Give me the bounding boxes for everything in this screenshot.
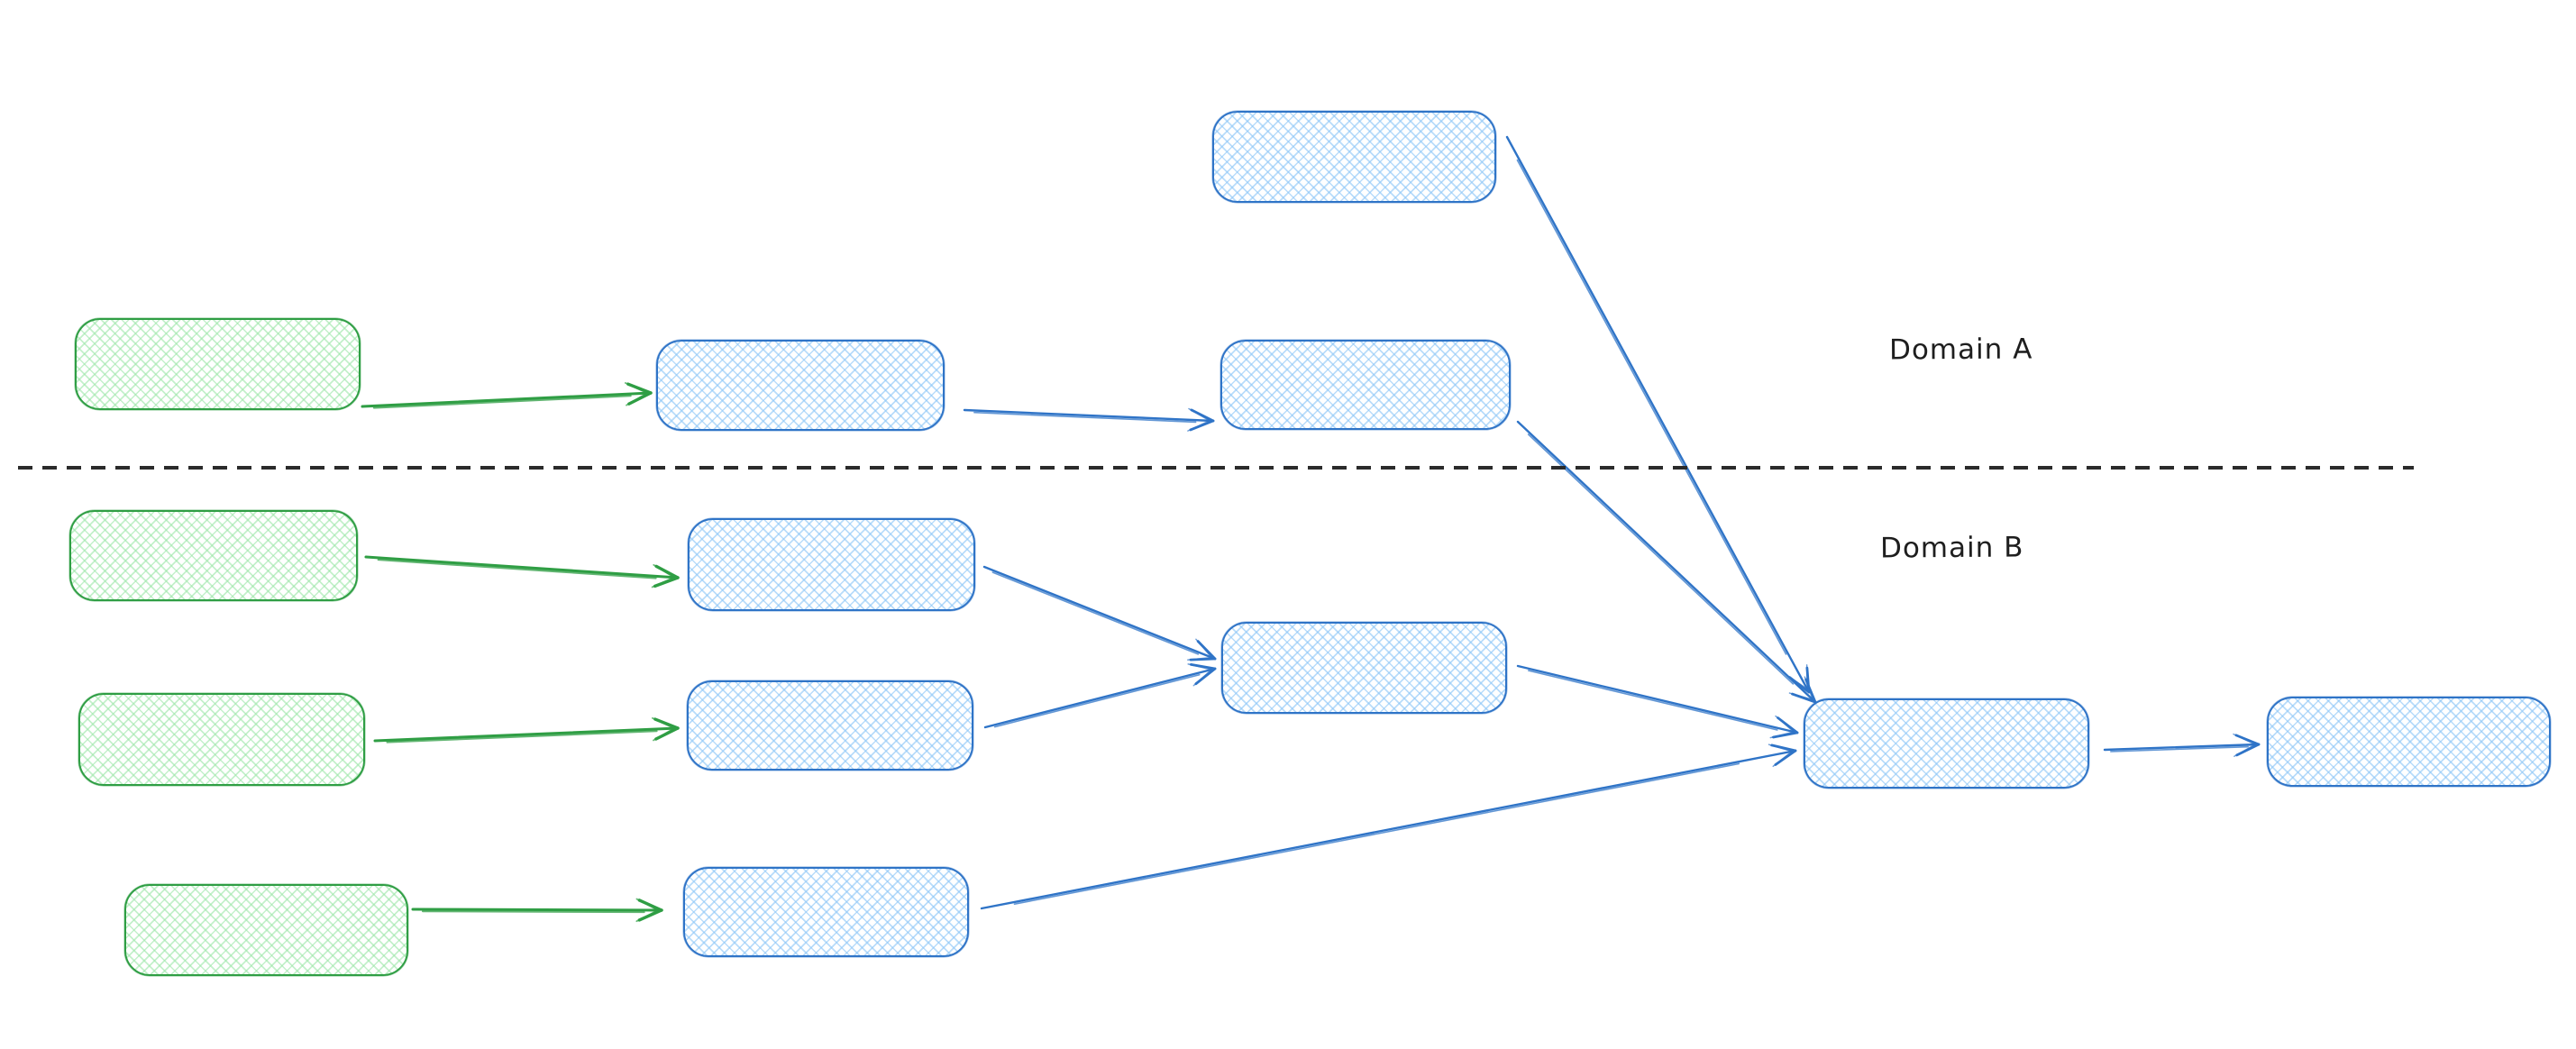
domain-a-label[interactable]: Domain A xyxy=(1888,333,2033,367)
arrow-b1-to-b-mid[interactable] xyxy=(982,565,1217,661)
box-final[interactable] xyxy=(2267,697,2551,787)
arrow-green-b3-to-b3[interactable] xyxy=(411,898,663,923)
arrow-green-b2-to-b2[interactable] xyxy=(373,716,680,743)
arrow-sink-to-final[interactable] xyxy=(2103,733,2261,758)
arrow-b2-to-b-mid[interactable] xyxy=(983,663,1217,729)
domain-b-label[interactable]: Domain B xyxy=(1879,531,2024,565)
domain-divider-line[interactable] xyxy=(18,466,2414,470)
green-input-a[interactable] xyxy=(75,318,361,410)
box-b-1[interactable] xyxy=(688,518,975,611)
box-b-3[interactable] xyxy=(683,867,969,957)
box-sink[interactable] xyxy=(1804,698,2089,789)
green-input-b2[interactable] xyxy=(78,693,365,786)
box-a-right[interactable] xyxy=(1220,340,1511,430)
arrow-a-top-to-sink[interactable] xyxy=(1505,135,1811,694)
box-b-mid[interactable] xyxy=(1221,622,1507,714)
green-input-b1[interactable] xyxy=(69,510,358,601)
arrow-green-b1-to-b1[interactable] xyxy=(364,555,680,588)
box-a-top[interactable] xyxy=(1212,111,1496,203)
arrow-green-a-to-a-mid[interactable] xyxy=(361,382,653,409)
box-b-2[interactable] xyxy=(687,680,973,771)
arrow-b-mid-to-sink[interactable] xyxy=(1516,664,1799,739)
box-a-mid[interactable] xyxy=(656,340,945,431)
green-input-b3[interactable] xyxy=(124,884,408,976)
arrow-a-mid-to-a-right[interactable] xyxy=(963,407,1215,432)
arrow-b3-to-sink[interactable] xyxy=(980,743,1797,910)
arrow-a-right-to-sink[interactable] xyxy=(1516,420,1817,704)
